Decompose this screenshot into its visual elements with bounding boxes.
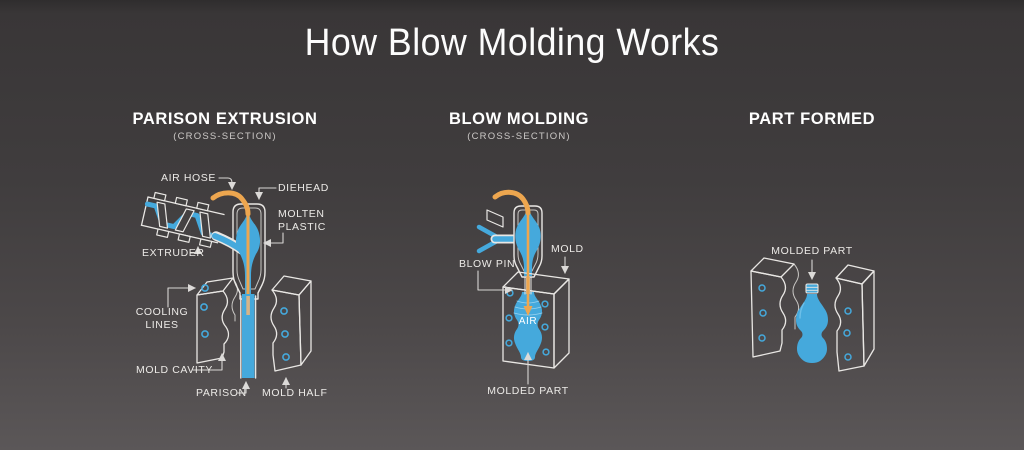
page-title: How Blow Molding Works xyxy=(304,22,720,64)
label-cooling-lines: COOLING LINES xyxy=(135,306,189,332)
panel2-leader-lines xyxy=(477,256,569,385)
right-mold-half-open xyxy=(834,264,875,372)
label-mold-cavity: MOLD CAVITY xyxy=(136,364,213,376)
left-mold-half xyxy=(196,277,238,364)
extruder-stub xyxy=(476,209,521,254)
heading-parison-extrusion: PARISON EXTRUSION xyxy=(132,110,318,128)
left-mold-half-open xyxy=(750,257,799,358)
panel1-leader-lines xyxy=(167,177,290,394)
heading-blow-molding: BLOW MOLDING xyxy=(448,110,590,128)
mold-block xyxy=(502,271,570,369)
label-air-hose: AIR HOSE xyxy=(161,172,216,184)
label-blow-pin: BLOW PIN xyxy=(459,258,516,270)
label-parison: PARISON xyxy=(196,387,247,399)
part-formed-diagram xyxy=(750,257,875,372)
air-hose-shape-2 xyxy=(492,189,531,216)
label-diehead: DIEHEAD xyxy=(278,182,329,194)
right-mold-half xyxy=(270,275,312,372)
air-hose-shape xyxy=(210,190,251,217)
finished-bottle xyxy=(796,283,828,363)
blow-molding-diagram xyxy=(476,189,570,385)
subheading-blow-molding: (CROSS-SECTION) xyxy=(467,131,571,142)
label-molten-plastic: MOLTEN PLASTIC xyxy=(278,208,326,234)
label-molded-part-3: MOLDED PART xyxy=(771,245,853,257)
heading-part-formed: PART FORMED xyxy=(748,110,876,128)
label-air: AIR xyxy=(518,316,538,327)
label-mold-half: MOLD HALF xyxy=(262,387,328,399)
air-arrow-down xyxy=(523,306,533,316)
extruder-screw xyxy=(140,191,225,248)
label-extruder: EXTRUDER xyxy=(142,247,205,259)
label-mold: MOLD xyxy=(551,243,584,255)
subheading-parison-extrusion: (CROSS-SECTION) xyxy=(173,131,277,142)
label-molded-part-2: MOLDED PART xyxy=(487,385,569,397)
parison-extrusion-diagram xyxy=(140,177,312,394)
parison-tube xyxy=(240,294,257,379)
